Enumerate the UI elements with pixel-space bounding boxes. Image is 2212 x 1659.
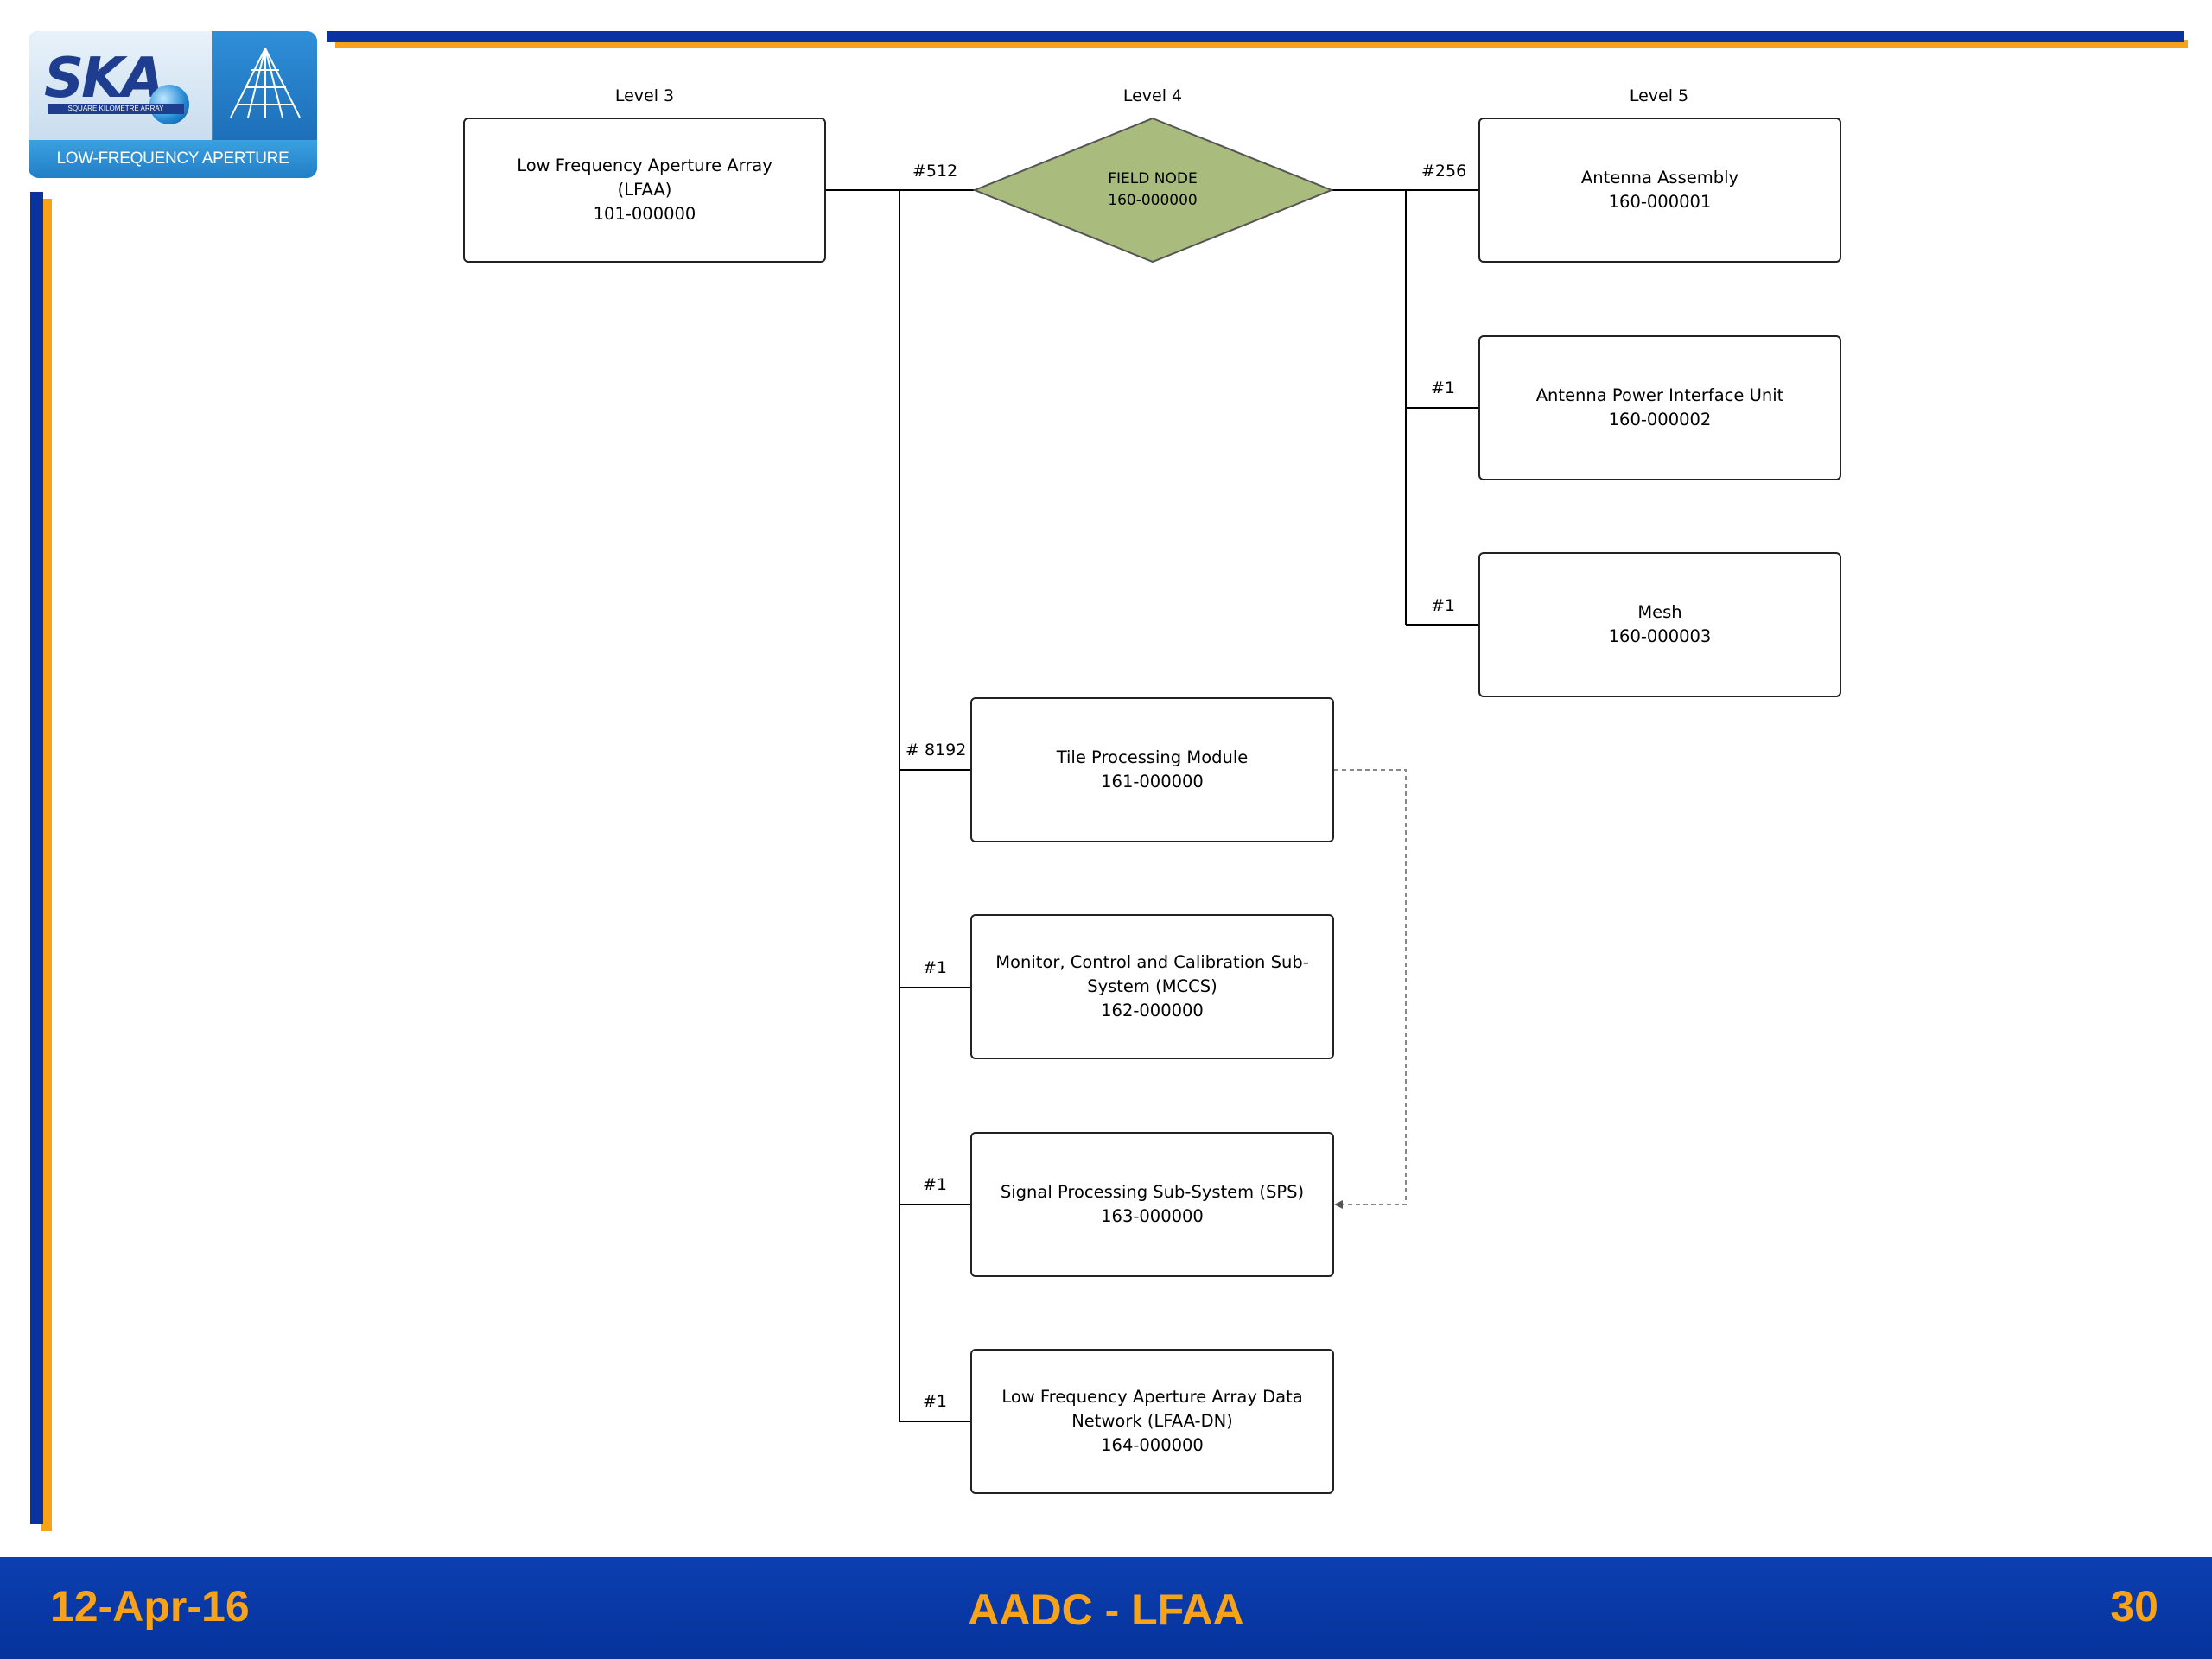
level-5-header: Level 5 [1629, 86, 1689, 105]
left-stripe-blue [30, 192, 43, 1524]
count-mesh: #1 [1431, 596, 1456, 615]
footer-date: 12-Apr-16 [50, 1582, 250, 1630]
node-line: System (MCCS) [1087, 976, 1217, 996]
node-line: 160-000001 [1608, 192, 1712, 212]
field-node-diamond [972, 117, 1334, 264]
node-line: 163-000000 [1101, 1206, 1204, 1226]
sps-node: Signal Processing Sub-System (SPS) 163-0… [970, 1132, 1334, 1277]
mccs-node: Monitor, Control and Calibration Sub- Sy… [970, 914, 1334, 1059]
node-line: 161-000000 [1101, 772, 1204, 791]
node-line: Low Frequency Aperture Array Data [1001, 1387, 1303, 1407]
footer-title: AADC - LFAA [968, 1586, 1244, 1634]
node-line: (LFAA) [617, 180, 672, 200]
header-stripe-orange [335, 40, 2188, 48]
node-line: Antenna Assembly [1580, 168, 1739, 188]
count-apiu: #1 [1431, 378, 1456, 397]
ska-wordmark: SKA [44, 47, 164, 111]
node-line: FIELD NODE [1108, 170, 1198, 188]
header-stripe-blue [327, 31, 2184, 42]
antenna-power-interface-unit-node: Antenna Power Interface Unit 160-000002 [1478, 335, 1841, 480]
count-sps: #1 [923, 1175, 948, 1194]
lfaa-dn-node: Low Frequency Aperture Array Data Networ… [970, 1349, 1334, 1494]
field-node-label: FIELD NODE 160-000000 [1061, 156, 1244, 225]
node-line: 101-000000 [593, 204, 696, 224]
level-4-header: Level 4 [1122, 86, 1183, 105]
lfaa-root-node: Low Frequency Aperture Array (LFAA) 101-… [463, 118, 826, 263]
mesh-node: Mesh 160-000003 [1478, 552, 1841, 697]
node-line: 160-000003 [1608, 626, 1712, 646]
count-field-node: #512 [912, 162, 958, 181]
node-line: Tile Processing Module [1056, 747, 1249, 767]
tile-processing-module-node: Tile Processing Module 161-000000 [970, 697, 1334, 842]
node-line: 160-000000 [1108, 192, 1198, 209]
node-line: Low Frequency Aperture Array [517, 156, 772, 175]
node-line: Monitor, Control and Calibration Sub- [995, 952, 1309, 972]
logo-subtitle: LOW-FREQUENCY APERTURE ARRAY [29, 140, 317, 178]
footer-page-number: 30 [2110, 1582, 2158, 1630]
count-lfaa-dn: #1 [923, 1392, 948, 1411]
node-line: 162-000000 [1101, 1001, 1204, 1020]
level-3-header: Level 3 [614, 86, 675, 105]
ska-logo: SKA SQUARE KILOMETRE ARRAY LOW-FREQUENCY… [29, 31, 317, 178]
left-stripe-orange [41, 199, 52, 1531]
node-line: Antenna Power Interface Unit [1535, 385, 1784, 405]
node-line: Mesh [1637, 602, 1682, 622]
footer-bar: 12-Apr-16 AADC - LFAA 30 [0, 1557, 2212, 1659]
count-mccs: #1 [923, 958, 948, 977]
count-tpm: # 8192 [906, 741, 967, 760]
node-line: Signal Processing Sub-System (SPS) [1000, 1182, 1305, 1202]
node-line: Network (LFAA-DN) [1071, 1411, 1233, 1431]
ska-tagline: SQUARE KILOMETRE ARRAY [48, 104, 184, 114]
antenna-assembly-node: Antenna Assembly 160-000001 [1478, 118, 1841, 263]
count-antenna-assembly: #256 [1421, 162, 1467, 181]
node-line: 164-000000 [1101, 1435, 1204, 1455]
node-line: 160-000002 [1608, 410, 1712, 429]
